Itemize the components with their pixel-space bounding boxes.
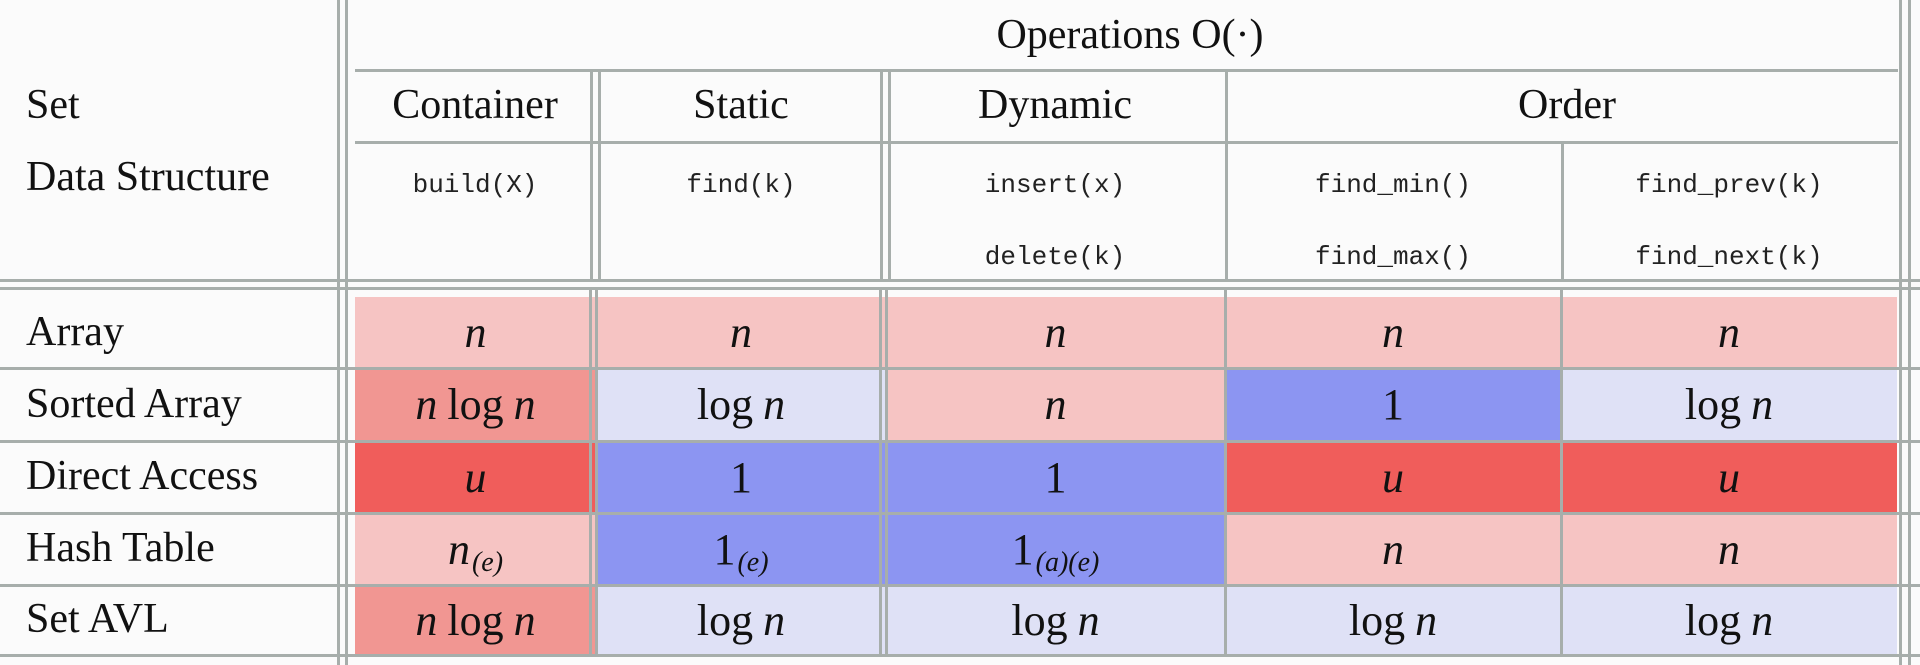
group-static: Static xyxy=(693,82,789,128)
table-cell: n xyxy=(886,368,1225,441)
table-cell: 1(e) xyxy=(596,513,886,585)
grid-line xyxy=(1561,141,1564,280)
op-find: find(k) xyxy=(686,170,796,200)
grid-line xyxy=(0,584,1920,587)
table-cell: 1 xyxy=(1225,368,1561,441)
row-label: Hash Table xyxy=(26,525,215,571)
op-delete: delete(k) xyxy=(984,242,1126,272)
grid-line xyxy=(0,440,1920,443)
op-find-next: find_next(k) xyxy=(1635,242,1823,272)
grid-line xyxy=(590,70,593,280)
table-cell: n xyxy=(886,297,1225,368)
header-label-data-structure: Data Structure xyxy=(26,154,270,200)
table-cell: n xyxy=(1561,513,1897,585)
table-cell: u xyxy=(1225,441,1561,513)
grid-line xyxy=(879,288,882,655)
grid-line xyxy=(337,0,340,665)
grid-line xyxy=(888,70,891,280)
operations-title: Operations O(·) xyxy=(996,12,1264,58)
grid-line xyxy=(0,279,1920,282)
grid-line xyxy=(1899,0,1902,665)
grid-line xyxy=(355,69,1898,72)
grid-line xyxy=(598,70,601,280)
table-cell: 1 xyxy=(886,441,1225,513)
row-label: Direct Access xyxy=(26,453,259,499)
grid-line xyxy=(880,70,883,280)
group-dynamic: Dynamic xyxy=(978,82,1132,128)
op-build: build(X) xyxy=(412,170,538,200)
op-find-prev: find_prev(k) xyxy=(1635,170,1823,200)
table-cell: n xyxy=(596,297,886,368)
group-order: Order xyxy=(1518,82,1616,128)
grid-line xyxy=(345,0,348,665)
group-container: Container xyxy=(392,82,558,128)
table-cell: n xyxy=(1225,513,1561,585)
table-cell: n(e) xyxy=(355,513,596,585)
grid-line xyxy=(885,288,888,655)
table-cell: u xyxy=(1561,441,1897,513)
row-label: Set AVL xyxy=(26,596,169,642)
table-cell: u xyxy=(355,441,596,513)
op-find-min: find_min() xyxy=(1314,170,1472,200)
grid-line xyxy=(589,288,592,655)
grid-line xyxy=(1560,288,1563,655)
row-label: Array xyxy=(26,308,124,355)
grid-line xyxy=(1224,288,1227,655)
header-label-set: Set xyxy=(26,82,80,128)
grid-line xyxy=(0,654,1920,657)
grid-line xyxy=(595,288,598,655)
table-cell: 1(a)(e) xyxy=(886,513,1225,585)
op-find-max: find_max() xyxy=(1314,242,1472,272)
row-label: Sorted Array xyxy=(26,380,242,427)
table-cell: 1 xyxy=(596,441,886,513)
table-cell: n xyxy=(355,297,596,368)
grid-line xyxy=(0,512,1920,515)
grid-line xyxy=(355,141,1898,144)
table-cell: n xyxy=(1561,297,1897,368)
grid-line xyxy=(0,287,1920,290)
grid-line xyxy=(0,367,1920,370)
table-cell: n xyxy=(1225,297,1561,368)
op-insert: insert(x) xyxy=(984,170,1126,200)
grid-line xyxy=(1908,0,1911,665)
grid-line xyxy=(1225,70,1228,280)
